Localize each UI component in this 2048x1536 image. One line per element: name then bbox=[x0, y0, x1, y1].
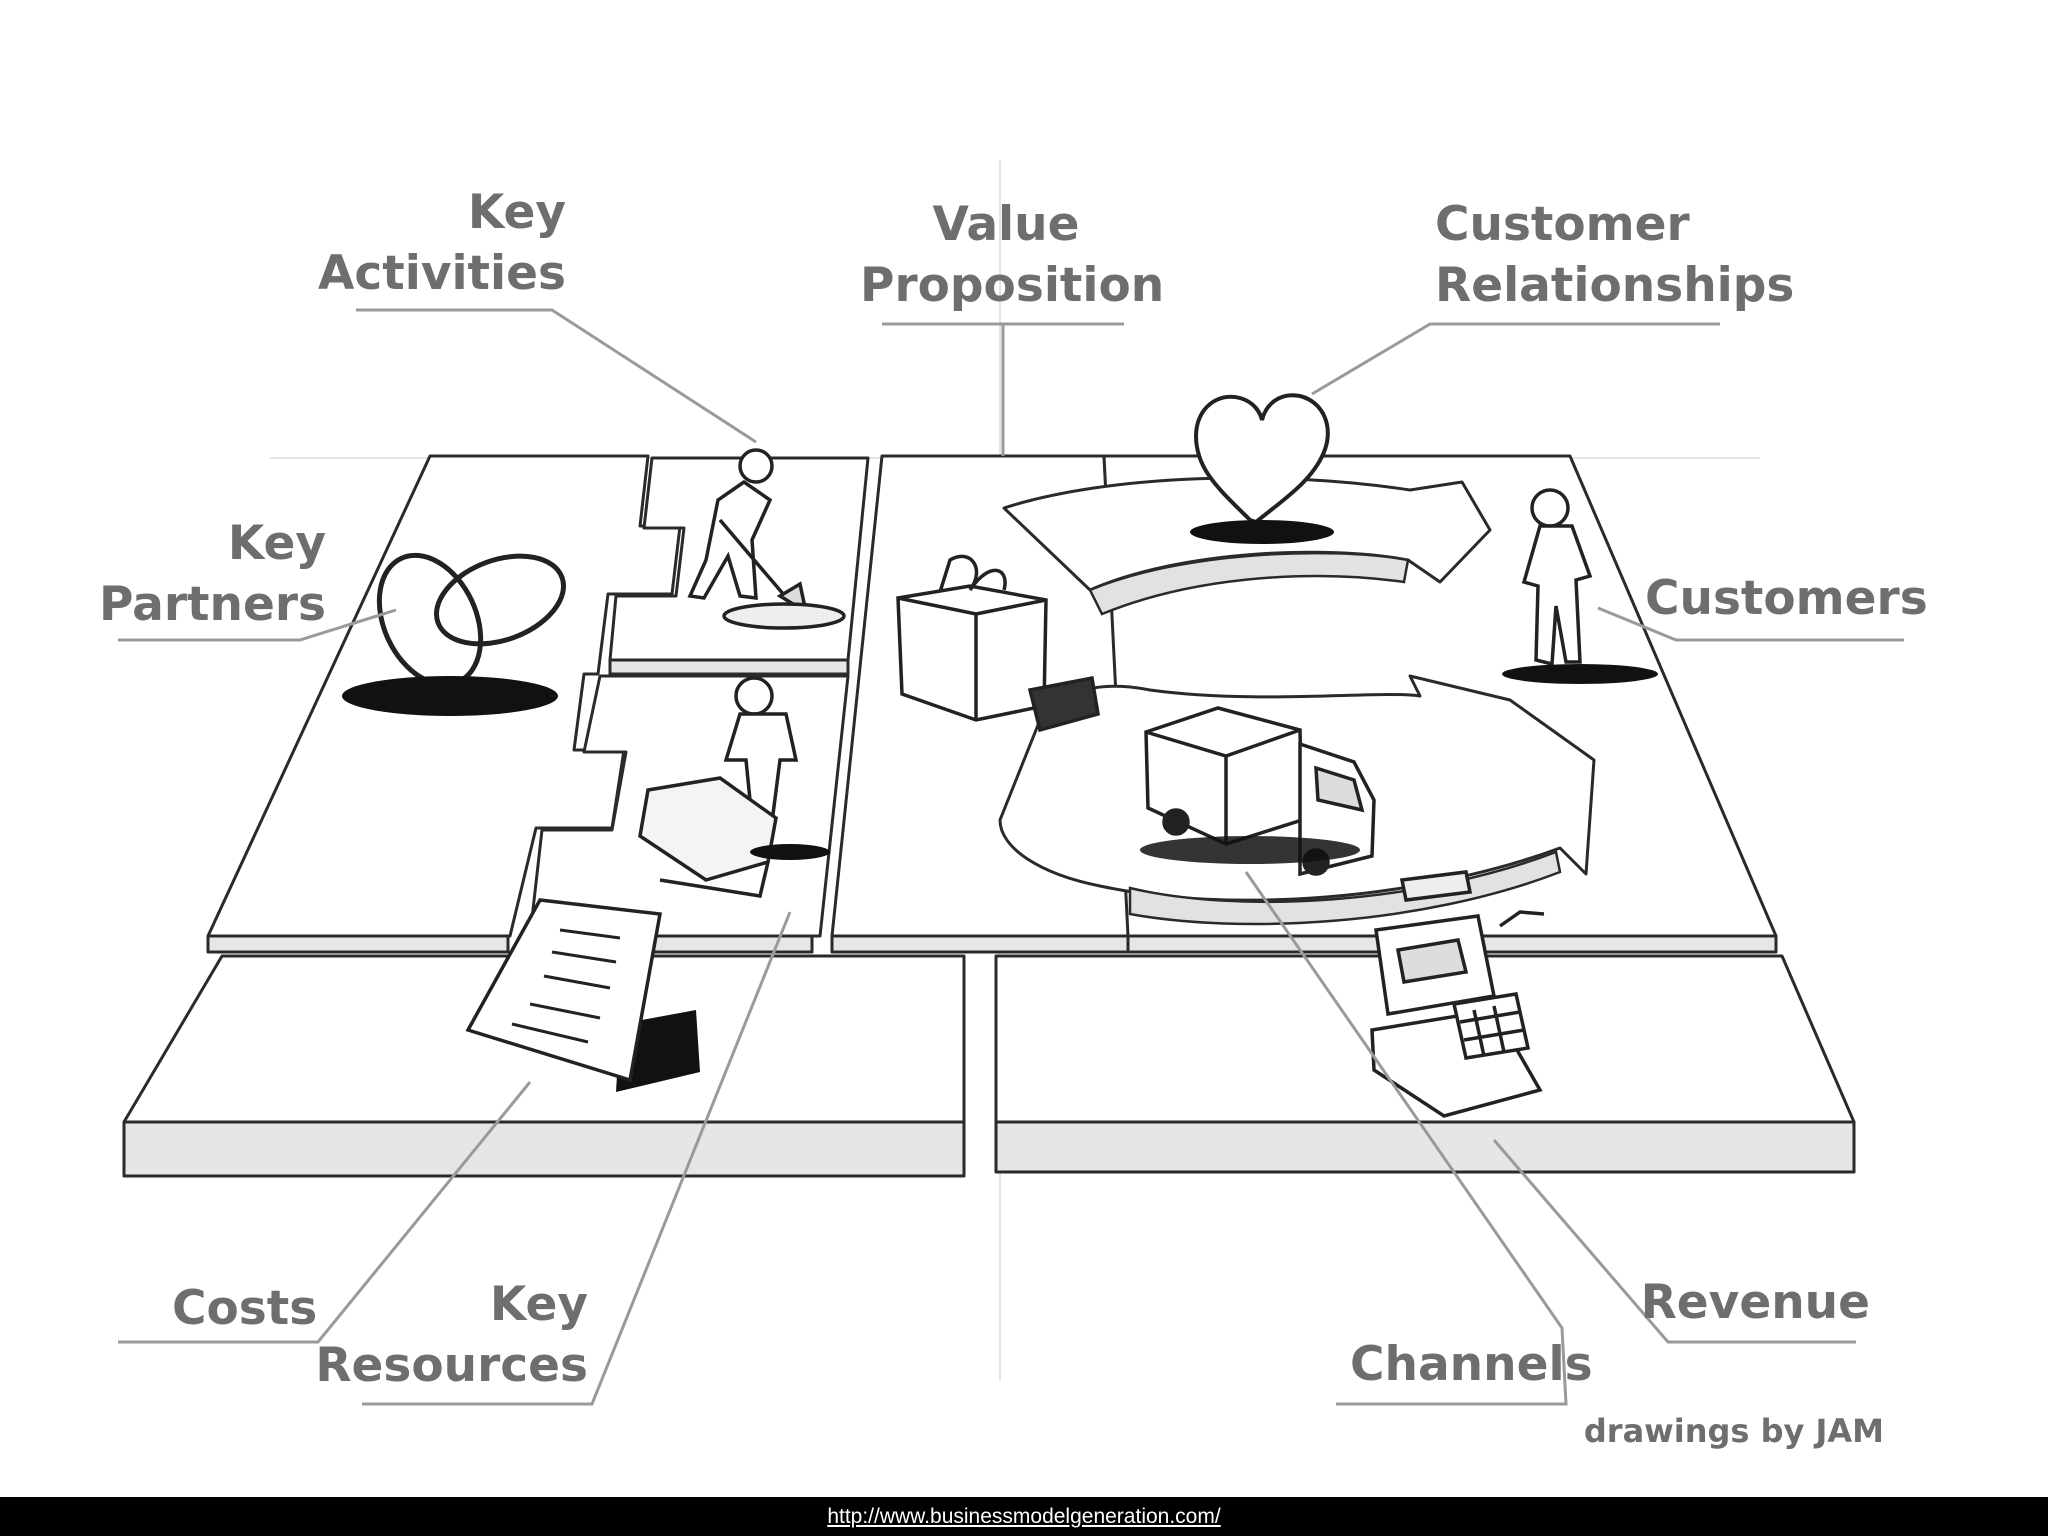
label-customer-relationships-line1: Customer bbox=[1435, 197, 1690, 252]
label-costs: Costs bbox=[172, 1278, 317, 1339]
cash-register-icon bbox=[1370, 870, 1545, 1118]
leader-lines bbox=[118, 308, 1904, 1406]
footer-url-link[interactable]: http://www.businessmodelgeneration.com/ bbox=[827, 1505, 1221, 1528]
label-key-activities: Key Activities bbox=[318, 182, 566, 304]
heart-icon bbox=[1190, 393, 1334, 544]
label-key-resources-line2: Resources bbox=[315, 1338, 588, 1393]
label-customers-text: Customers bbox=[1645, 571, 1928, 626]
label-key-activities-line1: Key bbox=[467, 185, 566, 240]
label-key-resources: Key Resources bbox=[315, 1274, 588, 1396]
label-key-partners-line1: Key bbox=[227, 516, 326, 571]
label-value-proposition-line2: Proposition bbox=[860, 258, 1165, 313]
label-revenue-text: Revenue bbox=[1640, 1275, 1870, 1330]
label-channels-text: Channels bbox=[1350, 1337, 1593, 1392]
label-customer-relationships-line2: Relationships bbox=[1435, 258, 1795, 313]
label-channels: Channels bbox=[1350, 1334, 1593, 1395]
label-key-activities-line2: Activities bbox=[318, 246, 566, 301]
gift-box-icon bbox=[896, 554, 1100, 733]
label-costs-text: Costs bbox=[172, 1281, 318, 1336]
label-revenue: Revenue bbox=[1641, 1272, 1870, 1333]
cost-document-icon bbox=[465, 898, 700, 1092]
worker-with-box-icon bbox=[638, 676, 799, 898]
label-key-resources-line1: Key bbox=[489, 1277, 588, 1332]
delivery-truck-icon bbox=[1144, 706, 1376, 877]
customer-person-icon bbox=[1521, 488, 1593, 667]
label-value-proposition: Value Proposition bbox=[860, 194, 1165, 316]
label-customer-relationships: Customer Relationships bbox=[1435, 194, 1794, 316]
footer-bar: http://www.businessmodelgeneration.com/ bbox=[0, 1497, 2048, 1536]
label-customers: Customers bbox=[1645, 568, 1928, 629]
digging-person-icon bbox=[687, 448, 846, 630]
label-value-proposition-line1: Value bbox=[932, 197, 1080, 252]
label-key-partners: Key Partners bbox=[99, 513, 326, 635]
label-key-partners-line2: Partners bbox=[98, 577, 326, 632]
drawing-credit: drawings by JAM bbox=[1583, 1412, 1884, 1450]
